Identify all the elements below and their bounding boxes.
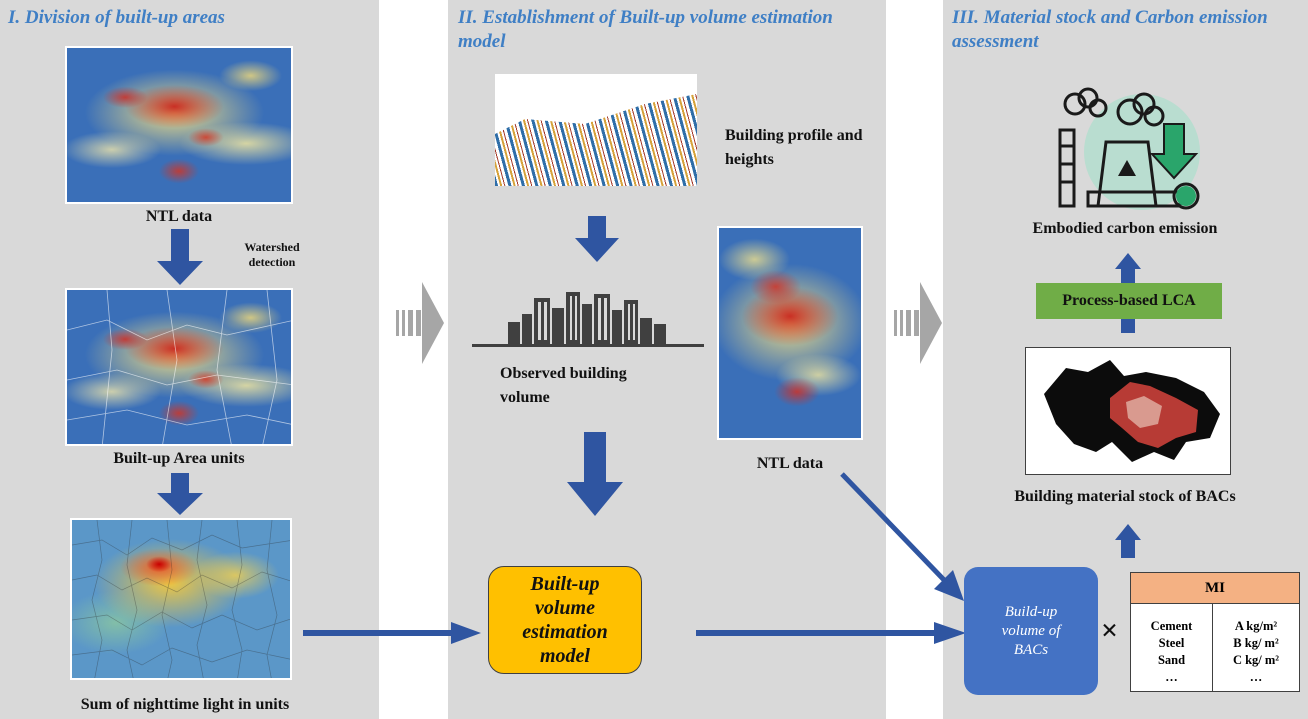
observed-building-volume-label: Observed building volume — [500, 365, 627, 406]
ntl-map-image-2 — [717, 226, 863, 440]
arrow-down-3 — [575, 216, 619, 262]
intensity-cell: B kg/ m² — [1233, 636, 1279, 650]
nighttime-light-sum-map-image — [70, 518, 292, 680]
factory-emission-icon — [1058, 87, 1200, 210]
volume-estimation-model-box: Built-up volume estimation model — [488, 566, 642, 674]
material-cell: … — [1165, 670, 1178, 684]
mi-header: MI — [1131, 573, 1299, 604]
arrow-down-2 — [157, 473, 203, 515]
material-stock-label: Building material stock of BACs — [1014, 488, 1236, 505]
city-skyline-icon — [472, 292, 704, 347]
material-stock-map-shape — [1044, 360, 1220, 462]
intensity-column: A kg/m² B kg/ m² C kg/ m² … — [1213, 604, 1299, 692]
building-profile-image — [495, 74, 697, 186]
chevron-right-icon-2 — [894, 282, 942, 364]
ntl-map-image — [65, 46, 293, 204]
ntl-data-label-2: NTL data — [756, 455, 824, 472]
arrow-up-2 — [1115, 524, 1141, 558]
arrow-right-2 — [696, 622, 966, 644]
river-shape — [495, 74, 697, 134]
material-stock-map-image — [1025, 347, 1231, 475]
ntl-data-label: NTL data — [145, 208, 213, 225]
materials-column: Cement Steel Sand … — [1131, 604, 1213, 692]
built-up-area-units-label: Built-up Area units — [113, 450, 245, 467]
voronoi-overlay — [72, 520, 290, 678]
arrow-down-4 — [567, 432, 623, 516]
built-up-area-units-map-image — [65, 288, 293, 446]
material-cell: Sand — [1157, 653, 1186, 667]
unit-boundaries-overlay — [67, 290, 291, 444]
material-intensity-table: MI Cement Steel Sand … A kg/m² B kg/ m² … — [1130, 572, 1300, 692]
sum-nighttime-light-label: Sum of nighttime light in units — [80, 696, 290, 713]
material-cell: Cement — [1150, 619, 1193, 633]
arrow-down-1 — [157, 229, 203, 285]
embodied-carbon-emission-label: Embodied carbon emission — [1032, 220, 1218, 237]
volume-estimation-model-label: Built-up volume estimation model — [522, 573, 608, 667]
intensity-cell: C kg/ m² — [1232, 653, 1280, 667]
panel-title-division: I. Division of built-up areas — [8, 7, 225, 28]
build-up-volume-box: Build-up volume of BACs — [964, 567, 1098, 695]
build-up-volume-label: Build-up volume of BACs — [1001, 603, 1061, 658]
building-profile-label: Building profile and heights — [725, 127, 863, 168]
chevron-right-icon — [396, 282, 444, 364]
multiply-icon: × — [1101, 614, 1119, 647]
intensity-cell: A kg/m² — [1234, 619, 1278, 633]
panel-title-model: II. Establishment of Built-up volume est… — [458, 7, 833, 52]
panel-title-assessment: III. Material stock and Carbon emission … — [952, 7, 1268, 52]
intensity-cell: … — [1249, 670, 1263, 684]
arrow-right-1 — [303, 622, 481, 644]
arrow-diagonal — [840, 472, 964, 601]
watershed-detection-label: Watershed detection — [244, 240, 300, 269]
process-based-lca-label: Process-based LCA — [1062, 292, 1196, 309]
material-cell: Steel — [1158, 636, 1185, 650]
process-based-lca-box: Process-based LCA — [1036, 283, 1222, 319]
